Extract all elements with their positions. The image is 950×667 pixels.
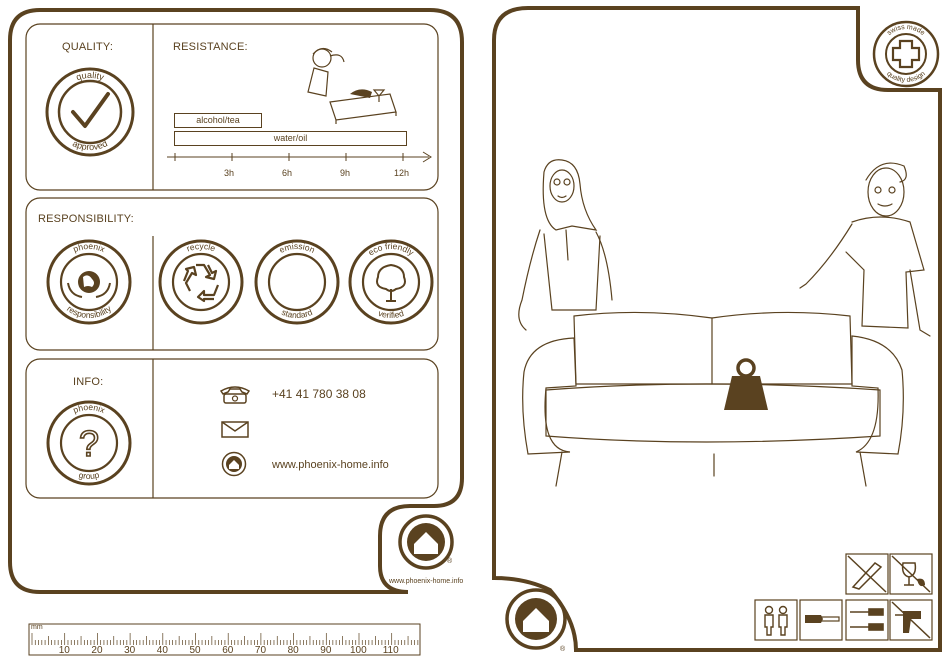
footer-website[interactable]: www.phoenix-home.info [389,578,464,585]
quality-heading: QUALITY: [62,41,114,53]
checkmark-icon [71,92,110,128]
phoenix-group-badge: ? phoenix group [46,400,132,486]
svg-text:responsibility: responsibility [65,303,114,320]
woman-figure [518,159,613,331]
swiss-cross-icon [891,39,921,69]
swiss-made-badge: swiss made quality design [872,20,940,88]
ruler-label: 30 [124,645,136,656]
info-heading: INFO: [73,376,104,388]
question-icon: ? [79,423,99,464]
resistance-heading: RESISTANCE: [173,41,248,53]
phoenix-responsibility-badge: phoenix responsibility [46,239,132,325]
ruler-label: 10 [58,645,70,656]
phone-icon [219,386,251,404]
two-persons-icon [754,599,798,641]
svg-text:recycle: recycle [185,241,217,254]
ruler-label: 110 [382,645,399,656]
person-wine-illustration [307,47,397,124]
tree-icon [376,263,406,302]
ruler-label: 20 [91,645,103,656]
svg-text:quality: quality [75,70,106,82]
ruler-label: 50 [189,645,201,656]
svg-text:group: group [78,470,101,481]
resistance-bar-water-oil: water/oil [174,131,407,146]
phoenix-logo [398,514,454,570]
screwdrivers-icon [845,599,889,641]
responsibility-heading: RESPONSIBILITY: [38,213,134,225]
registered-mark-right: ® [560,646,566,653]
no-sharp-objects-icon [845,553,889,595]
resistance-axis [167,151,432,163]
svg-text:verified: verified [377,308,405,320]
phoenix-logo-right [505,588,567,650]
hammer-icon [799,599,843,641]
no-drill-icon [889,599,933,641]
svg-text:approved: approved [71,138,109,152]
sofa [522,311,904,487]
email-icon [221,421,249,438]
sofa-illustration [518,159,931,487]
weight-icon [724,358,768,410]
emission-standard-badge: emission standard [254,239,340,325]
earth-hands-icon [67,271,111,298]
eco-friendly-badge: eco friendly verified [348,239,434,325]
recycle-icon [182,263,220,303]
tick-6h: 6h [282,168,293,178]
ruler-unit: mm [31,624,43,631]
svg-text:phoenix: phoenix [72,402,108,415]
svg-text:standard: standard [280,307,314,320]
man-figure [799,162,931,337]
home-icon [221,451,247,477]
ruler-label: 40 [156,645,168,656]
svg-text:phoenix: phoenix [72,241,108,254]
tick-9h: 9h [340,168,351,178]
recycle-badge: recycle [158,239,244,325]
tick-12h: 12h [394,168,410,178]
ruler-label: 80 [287,645,299,656]
millimeter-ruler [28,623,421,656]
resistance-bar-alcohol-tea: alcohol/tea [174,113,262,128]
registered-mark-left: ® [447,558,453,565]
tick-3h: 3h [224,168,235,178]
phone-number: +41 41 780 38 08 [272,387,366,401]
ruler-label: 60 [222,645,234,656]
svg-text:emission: emission [278,241,317,255]
no-wine-glass-icon [889,553,933,595]
ruler-label: 100 [350,645,367,656]
ruler-label: 90 [320,645,332,656]
ruler-label: 70 [254,645,267,656]
website-link[interactable]: www.phoenix-home.info [272,459,389,471]
quality-badge: quality approved [45,67,135,157]
